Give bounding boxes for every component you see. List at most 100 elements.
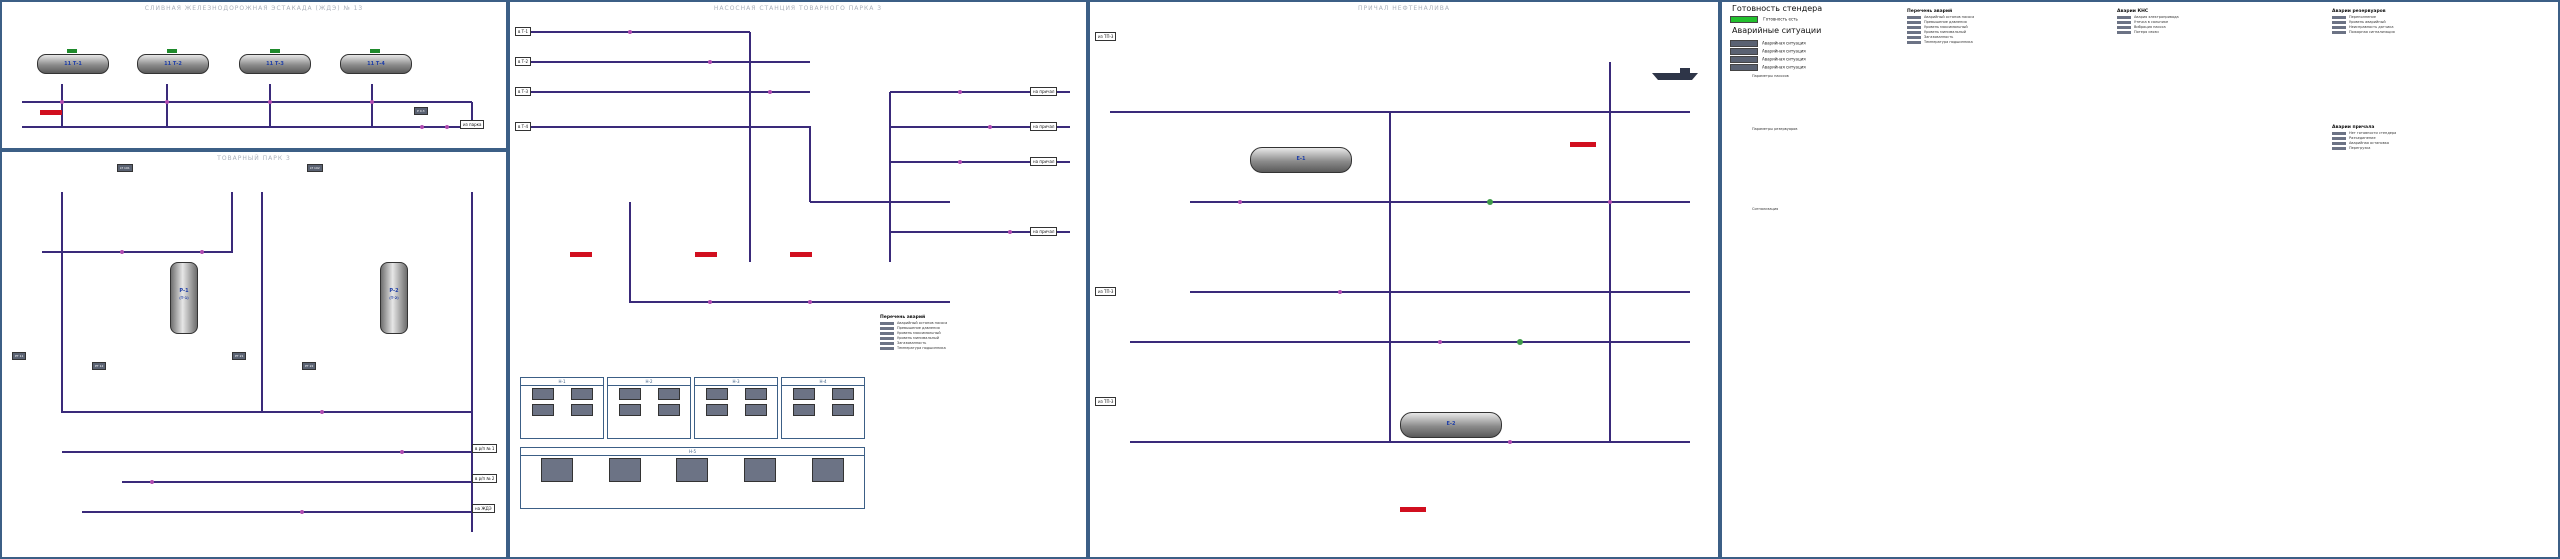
- pump-2a[interactable]: [618, 388, 641, 400]
- pump-4c[interactable]: [792, 404, 815, 416]
- tank-park-title: ТОВАРНЫЙ ПАРК 3: [217, 155, 291, 162]
- stender-ready-row: Готовность есть: [1730, 16, 1798, 23]
- legend-panel: Готовность стендера Готовность есть Авар…: [1720, 0, 2560, 559]
- pump-5a[interactable]: [540, 458, 573, 482]
- rail-tank-3-id: 11 Т-3: [266, 61, 284, 67]
- pump-alarm-list-title: Перечень аварий: [880, 315, 926, 320]
- berth-in-3[interactable]: из ТП-3: [1095, 397, 1117, 406]
- berth-pipes: [1110, 62, 1690, 444]
- pump-2c[interactable]: [618, 404, 641, 416]
- rail-tag-1[interactable]: Р 0.3: [414, 107, 428, 115]
- berth-tank-2-id: Е-2: [1446, 421, 1456, 427]
- pump-pipes: [520, 30, 1070, 304]
- pump-group-5: Н-5: [520, 447, 865, 509]
- park-tag-5[interactable]: PT 21: [232, 352, 247, 360]
- legend-subhead-1: Параметры насосов: [1752, 74, 1789, 78]
- berth-tank-2[interactable]: Е-2: [1400, 412, 1502, 438]
- pump-group-3: Н-3: [694, 377, 778, 439]
- pump-5c[interactable]: [676, 458, 709, 482]
- pump-out-1[interactable]: на причал: [1030, 87, 1058, 96]
- pump-2d[interactable]: [657, 404, 680, 416]
- park-out-1[interactable]: в р/п № 1: [472, 444, 498, 453]
- stender-ready-value: Готовность есть: [1763, 16, 1798, 22]
- pump-alarm-item: Уровень минимальный: [897, 336, 940, 340]
- pump-3a[interactable]: [705, 388, 728, 400]
- berth-tank-1[interactable]: Е-1: [1250, 147, 1352, 173]
- alarm-column-1: Перечень аварий Аварийный останов насоса…: [1907, 9, 1975, 44]
- pump-out-4[interactable]: на причал: [1030, 227, 1058, 236]
- rail-tank-3-status: [270, 49, 280, 53]
- pump-group-2-title: Н-2: [608, 378, 690, 386]
- pump-alarm-item: Уровень максимальный: [897, 331, 941, 335]
- pump-in-3[interactable]: в Т-3: [515, 87, 532, 96]
- park-out-3[interactable]: на ЖДЭ: [472, 504, 495, 513]
- park-tag-4[interactable]: PT 12: [92, 362, 107, 370]
- pump-alarm-list: Перечень аварий Аварийный останов насоса…: [880, 312, 1080, 351]
- pump-3c[interactable]: [705, 404, 728, 416]
- pump-2b[interactable]: [657, 388, 680, 400]
- park-tag-6[interactable]: PT 22: [302, 362, 317, 370]
- rail-tank-4-id: 11 Т-4: [367, 61, 385, 67]
- rail-tank-2-status: [167, 49, 177, 53]
- tank-park-panel: ТОВАРНЫЙ ПАРК 3 Р-1 (Т-1) Р-2 (Т-2) LT 1…: [0, 150, 508, 559]
- rail-tank-4-status: [370, 49, 380, 53]
- rail-tank-1-status: [67, 49, 77, 53]
- pump-alarm-item: Загазованность: [897, 341, 927, 345]
- pump-in-2[interactable]: в Т-2: [515, 57, 532, 66]
- park-tank-1-sub: (Т-1): [179, 296, 189, 300]
- pump-5e[interactable]: [812, 458, 845, 482]
- pump-3d[interactable]: [744, 404, 767, 416]
- pump-5b[interactable]: [608, 458, 641, 482]
- berth-in-2[interactable]: из ТП-3: [1095, 287, 1117, 296]
- pump-4d[interactable]: [831, 404, 854, 416]
- pump-1b[interactable]: [570, 388, 593, 400]
- park-tag-2[interactable]: LT 102: [307, 164, 323, 172]
- pump-4a[interactable]: [792, 388, 815, 400]
- berth-tank-1-id: Е-1: [1296, 156, 1306, 162]
- park-tank-1-id: Р-1: [179, 288, 189, 294]
- berth-alarm-bar-2: [1400, 507, 1426, 512]
- park-tank-2[interactable]: Р-2 (Т-2): [380, 262, 408, 334]
- pump-4b[interactable]: [831, 388, 854, 400]
- rail-tank-2[interactable]: 11 Т-2: [137, 54, 209, 74]
- alarm-column-3: Аварии резервуаров Переполнение Уровень …: [2332, 9, 2395, 34]
- rail-tank-3[interactable]: 11 Т-3: [239, 54, 311, 74]
- pump-alarm-item: Превышение давления: [897, 326, 940, 330]
- pump-in-1[interactable]: в Т-1: [515, 27, 532, 36]
- pump-station-panel: НАСОСНАЯ СТАНЦИЯ ТОВАРНОГО ПАРКА 3 в Т-1…: [508, 0, 1088, 559]
- pump-out-2[interactable]: на причал: [1030, 122, 1058, 131]
- berth-in-1[interactable]: из ТП-3: [1095, 32, 1117, 41]
- rail-terminal-panel: СЛИВНАЯ ЖЕЛЕЗНОДОРОЖНАЯ ЭСТАКАДА (ЖДЭ) №…: [0, 0, 508, 150]
- rail-tank-1[interactable]: 11 Т-1: [37, 54, 109, 74]
- stender-ready-title: Готовность стендера: [1732, 4, 1823, 13]
- pump-group-2: Н-2: [607, 377, 691, 439]
- alarm-column-2: Аварии КНС Авария электропривода Утечка …: [2117, 9, 2179, 34]
- pump-group-5-title: Н-5: [521, 448, 864, 456]
- rail-tank-1-id: 11 Т-1: [64, 61, 82, 67]
- berth-panel: ПРИЧАЛ НЕФТЕНАЛИВА Е-1 Е-2 из ТП-3 из ТП…: [1088, 0, 1720, 559]
- pump-out-3[interactable]: на причал: [1030, 157, 1058, 166]
- stender-ready-swatch: [1730, 16, 1758, 23]
- park-tag-1[interactable]: LT 101: [117, 164, 133, 172]
- pump-in-4[interactable]: в Т-4: [515, 122, 532, 131]
- pump-1a[interactable]: [531, 388, 554, 400]
- pump-group-4: Н-4: [781, 377, 865, 439]
- alarm-legend-row-4: Аварийная ситуация: [1730, 64, 1806, 71]
- pump-1c[interactable]: [531, 404, 554, 416]
- pump-group-4-title: Н-4: [782, 378, 864, 386]
- rail-out-box[interactable]: из парка: [460, 120, 485, 129]
- rail-tank-4[interactable]: 11 Т-4: [340, 54, 412, 74]
- pump-1d[interactable]: [570, 404, 593, 416]
- park-tag-3[interactable]: PT 11: [12, 352, 27, 360]
- berth-title: ПРИЧАЛ НЕФТЕНАЛИВА: [1357, 5, 1450, 12]
- berth-alarm-bar-1: [1570, 142, 1596, 147]
- legend-subhead-3: Сигнализация: [1752, 207, 1779, 211]
- park-tank-1[interactable]: Р-1 (Т-1): [170, 262, 198, 334]
- tanker-ship-icon: [1650, 67, 1700, 81]
- alarm-legend-row-1: Аварийная ситуация: [1730, 40, 1806, 47]
- park-out-2[interactable]: в р/п № 2: [472, 474, 498, 483]
- pump-alarm-item: Температура подшипника: [897, 346, 946, 350]
- alarm-legend-title: Аварийные ситуации: [1732, 26, 1822, 35]
- pump-3b[interactable]: [744, 388, 767, 400]
- pump-5d[interactable]: [744, 458, 777, 482]
